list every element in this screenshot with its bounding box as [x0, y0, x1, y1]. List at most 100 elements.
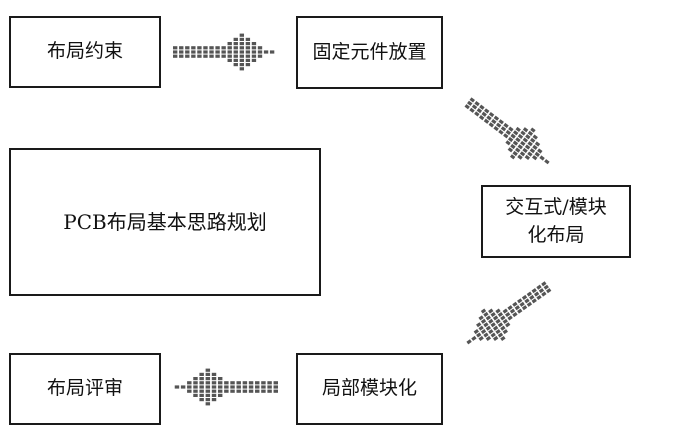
arrow-segment — [187, 389, 192, 393]
arrow-segment — [512, 312, 518, 318]
arrow-segment — [248, 389, 254, 393]
arrow-segment — [217, 377, 223, 381]
arrow-segment — [211, 377, 217, 381]
arrow-segment — [476, 322, 482, 328]
node-label-line-2: 化布局 — [527, 223, 585, 246]
node-label: 布局评审 — [46, 377, 123, 400]
arrow-segment — [509, 308, 516, 314]
arrow-segment — [211, 389, 217, 393]
arrow-segment — [488, 329, 494, 335]
arrow-segment — [205, 402, 211, 406]
arrow-segment — [485, 335, 492, 341]
arrow-segment — [185, 46, 190, 50]
arrow-segment — [522, 127, 529, 133]
arrow-segment — [484, 108, 490, 114]
arrow-segment — [199, 385, 204, 389]
arrow-segment — [517, 133, 524, 140]
arrow-segment — [209, 50, 214, 54]
arrow-segment — [473, 329, 479, 335]
arrow-segment — [233, 37, 238, 41]
arrow-segment — [488, 318, 494, 324]
arrow-segment — [538, 288, 545, 294]
arrow-segment — [193, 385, 198, 389]
arrow-segment — [495, 329, 501, 335]
arrow-segment — [239, 67, 245, 71]
arrow-segment — [236, 381, 241, 385]
arrow-segment — [203, 46, 208, 50]
arrow-segment — [505, 311, 511, 318]
arrow-segment — [497, 311, 504, 318]
arrow-segment — [255, 389, 260, 393]
node-local-modular: 局部模块化 — [296, 353, 443, 425]
node-layout-review: 布局评审 — [9, 353, 161, 425]
arrow-segment — [471, 104, 478, 110]
arrow-segment — [211, 385, 217, 389]
arrow-segment — [179, 46, 184, 50]
arrow-segment — [193, 393, 198, 397]
arrow-segment — [520, 130, 526, 136]
arrow-segment — [239, 58, 245, 62]
arrow-segment — [497, 332, 504, 338]
arrow-segment — [515, 147, 521, 153]
arrow-segment — [534, 151, 540, 157]
arrow-segment — [239, 33, 245, 37]
arrow-segment — [211, 381, 217, 385]
arrow-fixed-to-interactive — [464, 97, 550, 165]
arrow-segment — [537, 148, 543, 154]
arrow-segment — [527, 130, 534, 136]
arrow-segment — [193, 381, 198, 385]
arrow-segment — [529, 294, 535, 300]
arrow-segment — [546, 288, 552, 294]
arrow-segment — [251, 46, 257, 50]
arrow-segment — [476, 332, 482, 338]
node-label: 布局约束 — [46, 40, 123, 63]
arrow-segment — [543, 284, 549, 290]
arrow-segment — [521, 294, 528, 300]
arrow-segment — [531, 298, 537, 304]
arrow-segment — [261, 385, 266, 389]
arrow-segment — [510, 143, 516, 150]
arrow-segment — [233, 54, 238, 58]
arrow-segment — [205, 372, 211, 376]
arrow-segment — [507, 147, 514, 153]
arrow-segment — [539, 155, 545, 161]
arrow-segment — [495, 308, 501, 314]
arrow-segment — [191, 50, 196, 54]
arrow-segment — [233, 63, 238, 67]
arrow-segment — [251, 58, 257, 62]
arrow-segment — [469, 97, 475, 103]
arrow-segment — [233, 58, 238, 62]
arrow-segment — [245, 42, 251, 46]
arrow-segment — [203, 54, 208, 58]
arrow-segment — [245, 37, 251, 41]
arrow-segment — [199, 381, 204, 385]
arrow-segment — [245, 58, 251, 62]
node-label: 局部模块化 — [321, 377, 417, 400]
arrow-segment — [495, 318, 501, 324]
arrow-segment — [215, 46, 220, 50]
arrow-segment — [485, 315, 492, 321]
arrow-segment — [185, 50, 190, 54]
arrow-segment — [193, 389, 198, 393]
arrow-segment — [524, 154, 531, 161]
arrow-segment — [242, 381, 248, 385]
arrow-segment — [519, 301, 525, 307]
arrow-segment — [227, 42, 232, 46]
arrow-segment — [522, 147, 528, 154]
arrow-segment — [255, 381, 260, 385]
arrow-segment — [490, 332, 496, 338]
arrow-segment — [221, 46, 226, 50]
node-layout-constraints: 布局约束 — [9, 16, 161, 88]
arrow-segment — [512, 301, 518, 307]
arrow-segment — [199, 377, 204, 381]
arrow-segment — [217, 385, 223, 389]
arrow-segment — [517, 308, 523, 314]
arrow-segment — [480, 308, 487, 314]
arrow-segment — [529, 148, 536, 154]
arrow-segment — [263, 50, 269, 54]
arrow-segment — [173, 46, 178, 50]
arrow-segment — [217, 381, 223, 385]
arrow-segment — [495, 122, 502, 128]
arrow-segment — [224, 381, 229, 385]
arrow-segment — [273, 389, 278, 393]
